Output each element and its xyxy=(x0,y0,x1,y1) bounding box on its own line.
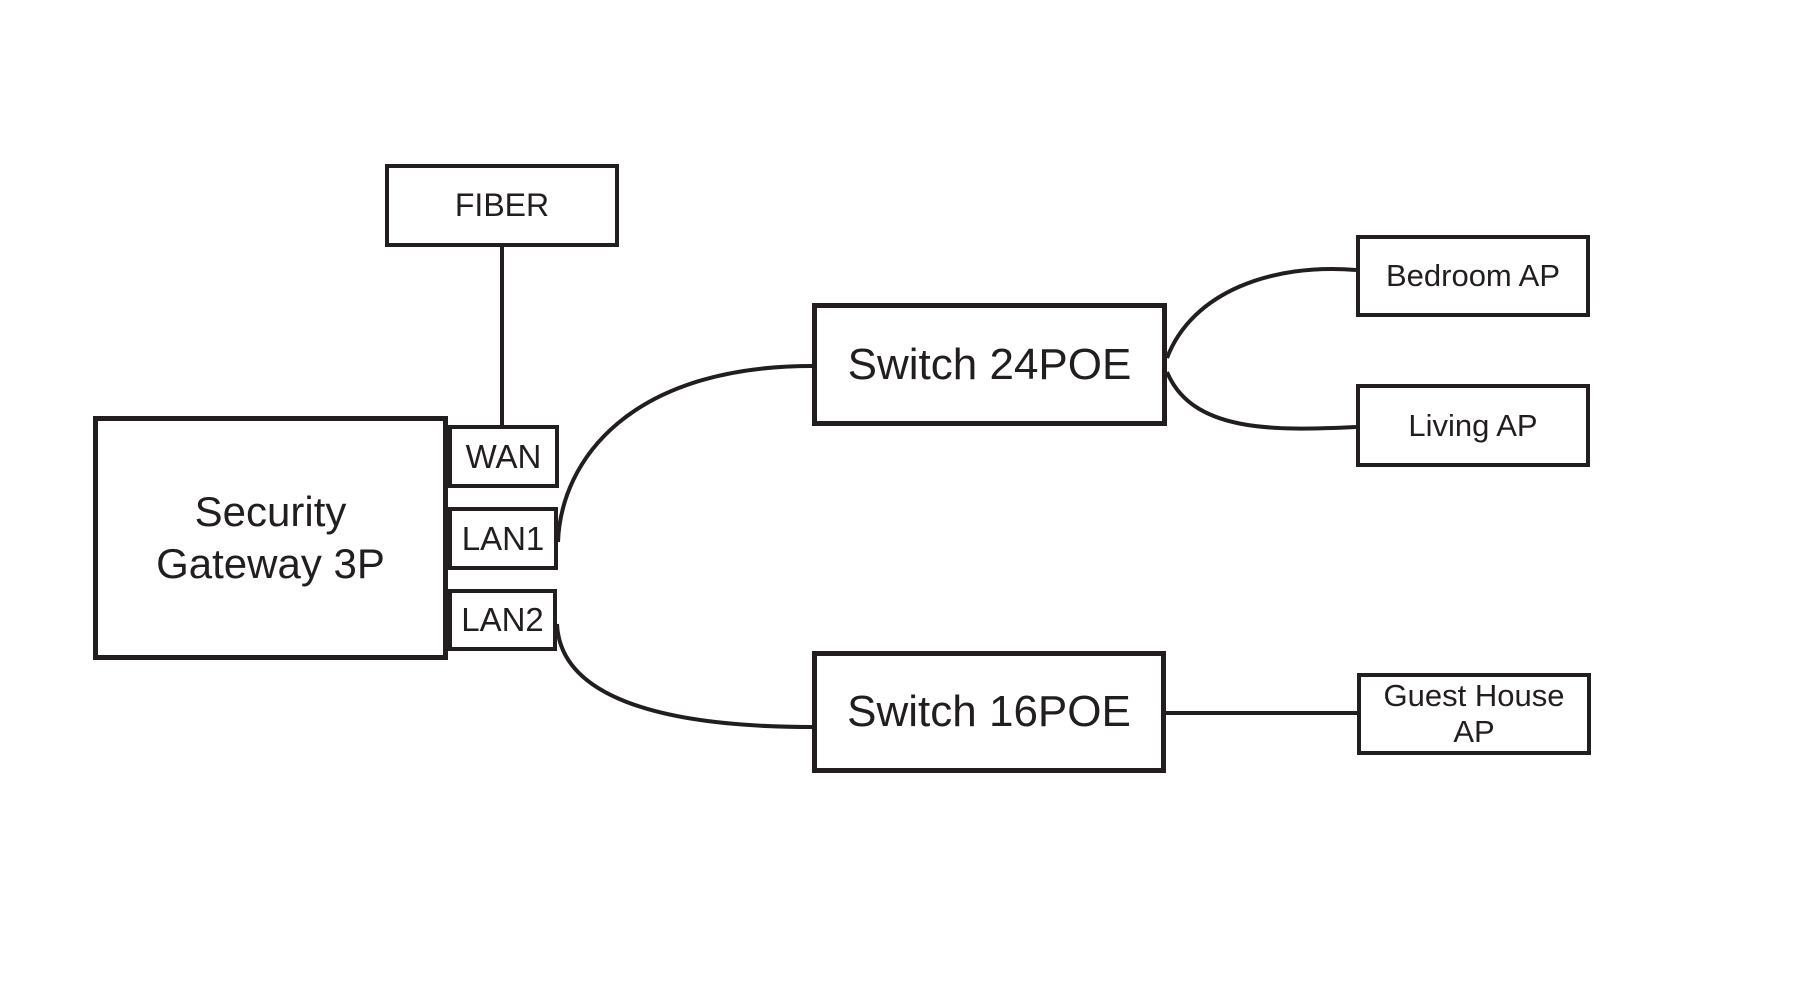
node-bedroom-ap-label: Bedroom AP xyxy=(1385,258,1561,293)
node-living-ap: Living AP xyxy=(1356,384,1590,467)
wire-lan2-to-switch16 xyxy=(555,623,813,729)
wire-switch24-to-living xyxy=(1165,371,1357,431)
node-port-lan1: LAN1 xyxy=(448,507,558,570)
node-living-ap-label: Living AP xyxy=(1408,407,1538,443)
node-port-wan-label: WAN xyxy=(465,437,542,475)
node-port-wan: WAN xyxy=(448,425,559,488)
node-fiber-label: FIBER xyxy=(454,187,550,223)
wire-lan1-to-switch24 xyxy=(556,364,813,543)
node-port-lan2: LAN2 xyxy=(448,589,557,651)
node-port-lan1-label: LAN1 xyxy=(461,519,545,557)
node-guest-house-ap: Guest House AP xyxy=(1357,673,1591,755)
node-guest-house-ap-label: Guest House AP xyxy=(1383,678,1565,749)
node-switch-16poe-label: Switch 16POE xyxy=(847,687,1131,736)
node-fiber: FIBER xyxy=(385,164,619,247)
node-bedroom-ap: Bedroom AP xyxy=(1356,235,1590,317)
node-port-lan2-label: LAN2 xyxy=(461,601,544,638)
node-security-gateway: Security Gateway 3P xyxy=(93,416,448,660)
wire-switch24-to-bedroom xyxy=(1165,267,1357,359)
node-switch-24poe: Switch 24POE xyxy=(812,303,1167,426)
node-switch-24poe-label: Switch 24POE xyxy=(847,339,1132,389)
node-switch-16poe: Switch 16POE xyxy=(812,651,1166,773)
node-security-gateway-label: Security Gateway 3P xyxy=(156,487,385,588)
